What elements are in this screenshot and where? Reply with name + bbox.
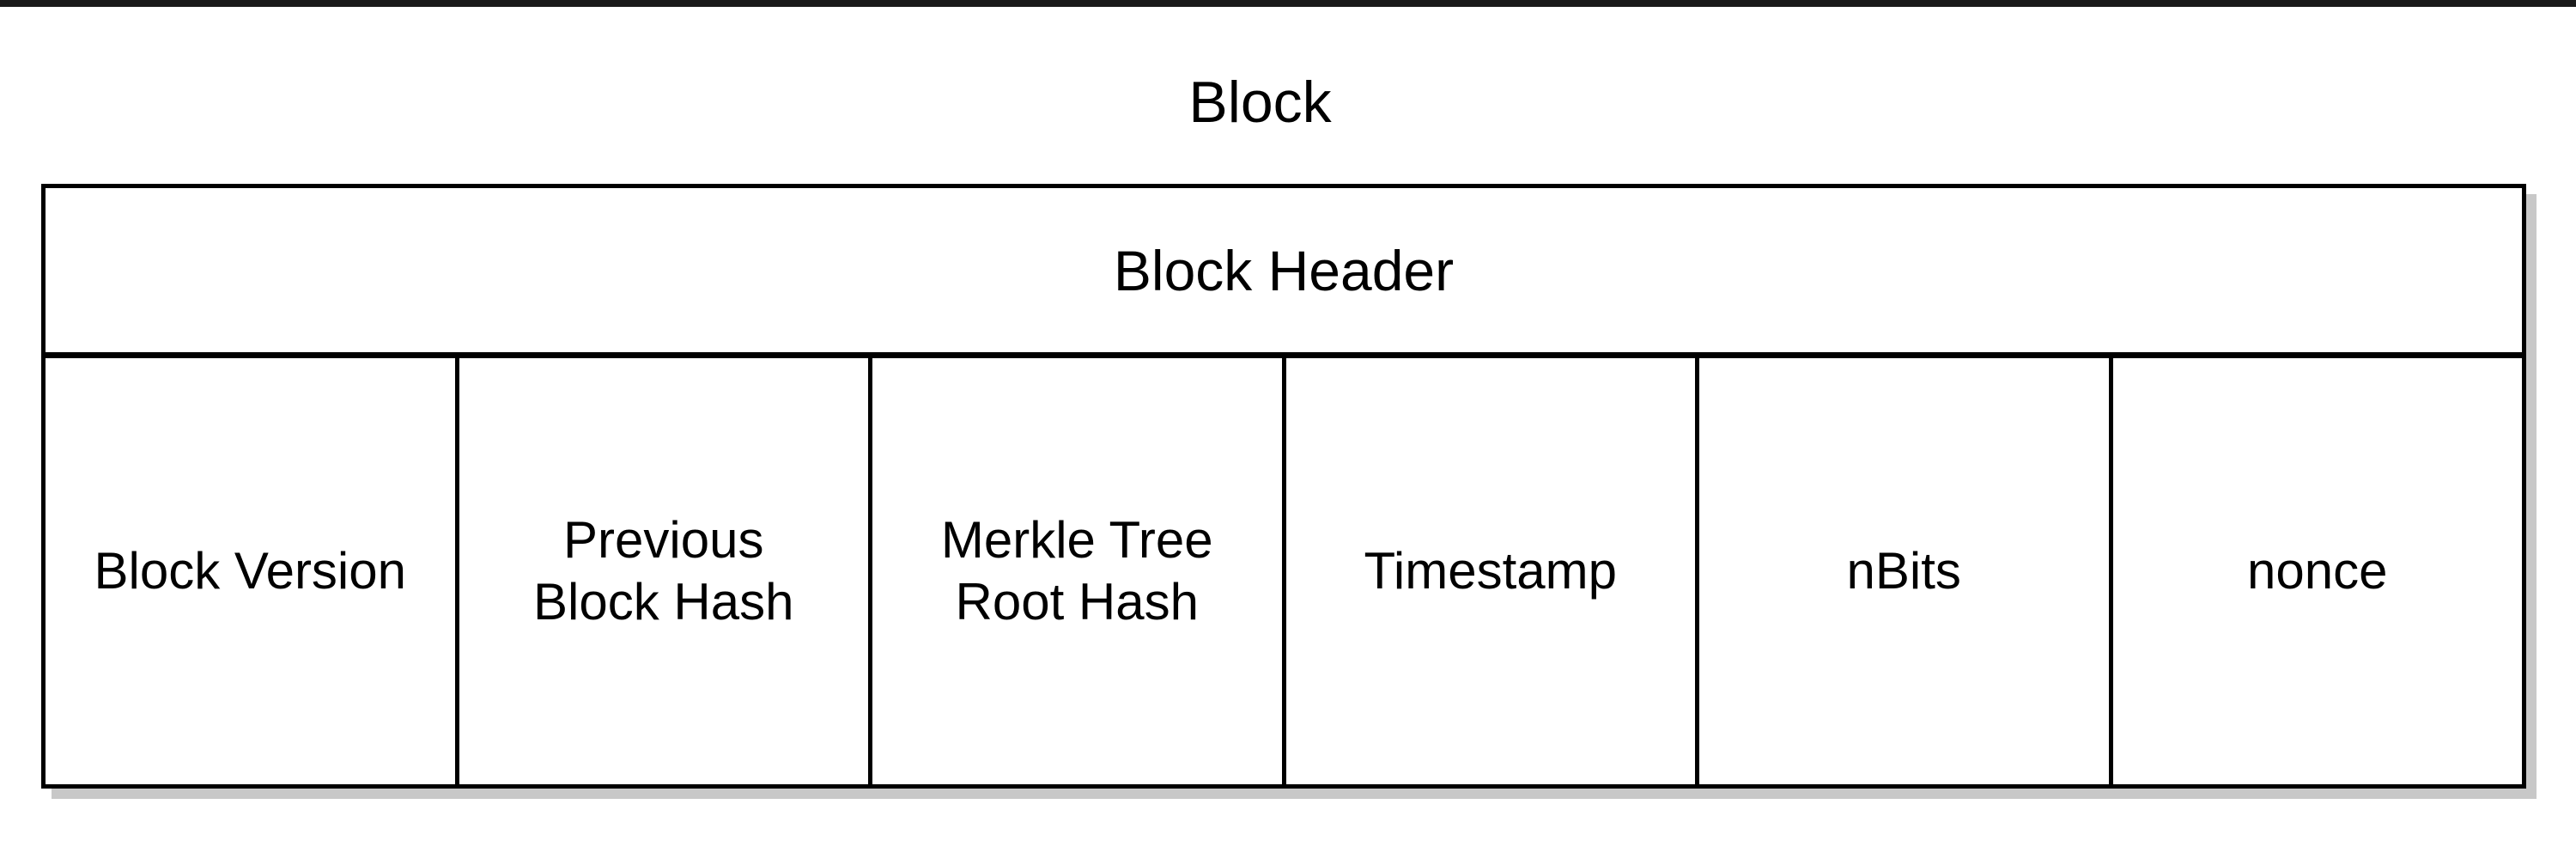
block-header-fields: Block Version Previous Block Hash Merkle… [46, 358, 2522, 784]
field-timestamp: Timestamp [1286, 358, 1699, 784]
field-label: nonce [2247, 542, 2388, 600]
field-label: Merkle Tree Root Hash [940, 511, 1213, 631]
top-divider-line [0, 0, 2576, 7]
field-label: Block Version [94, 542, 406, 600]
block-container: Block Header Block Version Previous Bloc… [41, 184, 2526, 789]
field-label: Timestamp [1364, 542, 1618, 600]
field-merkle-root-hash: Merkle Tree Root Hash [872, 358, 1286, 784]
block-title: Block [1188, 70, 1332, 135]
field-previous-block-hash: Previous Block Hash [459, 358, 872, 784]
block-header-row: Block Header [46, 188, 2522, 358]
field-nonce: nonce [2113, 358, 2523, 784]
field-block-version: Block Version [46, 358, 459, 784]
field-label: nBits [1846, 542, 1961, 600]
field-nbits: nBits [1699, 358, 2113, 784]
field-label: Previous Block Hash [533, 511, 794, 631]
